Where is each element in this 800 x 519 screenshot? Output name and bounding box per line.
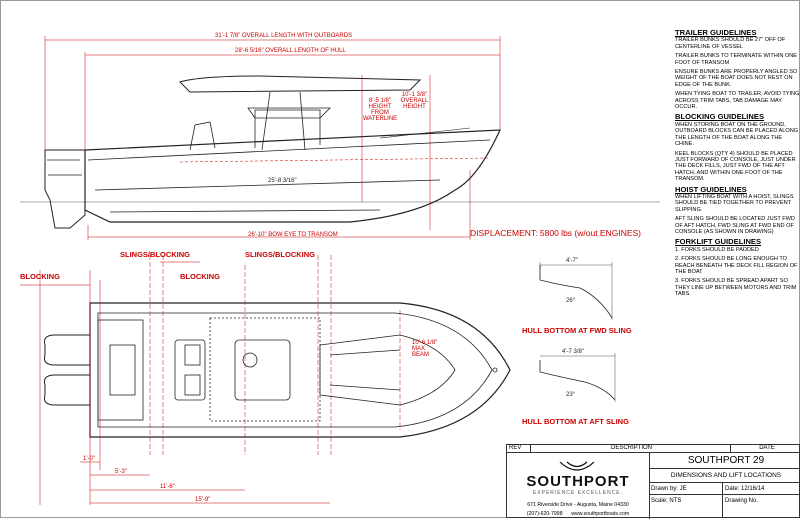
- outboard-profile: [44, 149, 86, 229]
- date-header: DATE: [731, 445, 800, 453]
- dim-deck: 25'-8 3/16": [268, 178, 297, 184]
- fwd-section-title: HULL BOTTOM AT FWD SLING: [522, 326, 632, 335]
- drawing-title: DIMENSIONS AND LIFT LOCATIONS: [649, 469, 800, 483]
- leaning-post: [174, 339, 206, 401]
- company-tagline: EXPERIENCE EXCELLENCE.: [532, 490, 624, 496]
- t-top-outline: [209, 317, 321, 422]
- dim-15-9: 15'-9": [195, 497, 211, 503]
- slings-blocking-label-aft: SLINGS/BLOCKING: [120, 250, 191, 259]
- blocking-note-2: Keel blocks (qty 4) should be placed jus…: [675, 150, 796, 183]
- dim-overall-hull: 28'-6 5/16" OVERALL LENGTH OF HULL: [235, 48, 346, 54]
- dim-max-beam: 10'-6 1/8" MAX. BEAM: [412, 340, 438, 358]
- company-logo-block: SOUTHPORT EXPERIENCE EXCELLENCE. 671 Riv…: [507, 453, 650, 519]
- fwd-section-width: 4'-7": [566, 258, 578, 264]
- forklift-note-2: 2. Forks should be long enough to reach …: [675, 256, 798, 275]
- southport-logo-mark: [559, 461, 595, 471]
- aft-section-title: HULL BOTTOM AT AFT SLING: [522, 417, 629, 426]
- dim-1-0: 1'-0": [83, 456, 95, 462]
- gunwale-plan: [97, 312, 493, 428]
- dim-height-waterline: 8'-5 1/8" HEIGHT FROM WATERLINE: [362, 98, 398, 122]
- dim-overall-height: 10'-1 3/8" OVERALL HEIGHT: [400, 92, 429, 110]
- forklift-note-1: 1. Forks should be padded: [675, 246, 759, 253]
- t-top: [179, 75, 422, 93]
- profile-view: [20, 36, 660, 240]
- rub-rail: [94, 179, 441, 191]
- drawn-by: Drawn by: JE: [649, 483, 723, 495]
- trailer-note-4: When tying boat to trailer, avoid tying …: [675, 91, 800, 111]
- seat-profile: [189, 121, 216, 151]
- drawing-date: Date: 12/16/14: [723, 483, 800, 495]
- slings-blocking-label-fwd: SLINGS/BLOCKING: [245, 250, 316, 259]
- aft-section-angle: 23°: [566, 392, 576, 398]
- company-name: SOUTHPORT: [526, 473, 630, 490]
- bow-cushion: [319, 334, 456, 406]
- bow-eye: [492, 367, 498, 373]
- blocking-label-console: BLOCKING: [180, 272, 220, 281]
- company-contact: (207)-620-7998 www.southportboats.com: [526, 511, 630, 517]
- hull-sections: [539, 262, 616, 402]
- hoist-note-1: When lifting boat with a hoist, slings s…: [675, 193, 794, 213]
- model-name: SOUTHPORT 29: [649, 453, 800, 469]
- company-address: 671 Riverside Drive - Augusta, Maine 043…: [527, 502, 629, 508]
- trailer-guidelines-title: TRAILER GUIDELINES: [675, 28, 757, 37]
- rev-header: REV: [507, 445, 531, 453]
- aft-section-curve: [539, 360, 616, 401]
- helm-wheel: [242, 352, 258, 368]
- hoist-note-2: Aft sling should be located just fwd of …: [675, 216, 795, 235]
- dim-overall-outboards: 31'-1 7/8" OVERALL LENGTH WITH OUTBOARDS: [215, 33, 353, 39]
- outboard-plan-1: [44, 334, 91, 366]
- displacement-label: DISPLACEMENT: 5800 lbs (w/out ENGINES): [470, 228, 642, 238]
- fwd-section-curve: [539, 265, 613, 319]
- description-header: DESCRIPTION: [531, 445, 731, 453]
- forklift-guidelines-title: FORKLIFT GUIDELINES: [675, 237, 762, 247]
- aft-section-width: 4'-7 3/8": [562, 349, 584, 355]
- console-profile: [254, 109, 321, 148]
- forklift-note-3: 3. Forks should be spread apart so they …: [675, 278, 797, 298]
- plan-view: [20, 255, 511, 505]
- chine-line: [109, 209, 381, 213]
- hull-profile: [84, 129, 501, 223]
- transom-bench: [97, 319, 144, 421]
- title-block: REV DESCRIPTION DATE SOUTHPORT EXPERIENC…: [506, 444, 800, 519]
- console-plan: [234, 339, 291, 401]
- fwd-section-angle: 26°: [566, 298, 576, 304]
- hull-plan: [89, 302, 511, 438]
- blocking-guidelines-title: BLOCKING GUIDELINES: [675, 112, 765, 122]
- drawing-scale: Scale: NTS: [649, 495, 723, 518]
- blocking-label-transom: BLOCKING: [20, 272, 60, 281]
- drawing-number: Drawing No.: [725, 498, 759, 504]
- dim-11-6: 11'-6": [160, 484, 175, 490]
- outboard-plan-2: [44, 374, 91, 406]
- trailer-note-3: Ensure bunks are properly angled so weig…: [675, 69, 798, 88]
- sheer-line: [87, 139, 491, 161]
- guideline-notes: TRAILER GUIDELINES Trailer bunks should …: [675, 26, 800, 301]
- dim-5-3: 5'-3": [115, 469, 127, 475]
- trailer-note-1: Trailer bunks should be 27" off of cente…: [675, 37, 786, 50]
- dim-bow-eye: 26'-10" BOW EYE TO TRANSOM: [248, 232, 338, 238]
- hoist-guidelines-title: HOIST GUIDELINES: [675, 184, 747, 194]
- blocking-note-1: When storing boat on the ground, outboar…: [675, 121, 799, 148]
- trailer-note-2: Trailer bunks to terminate within one fo…: [675, 53, 798, 66]
